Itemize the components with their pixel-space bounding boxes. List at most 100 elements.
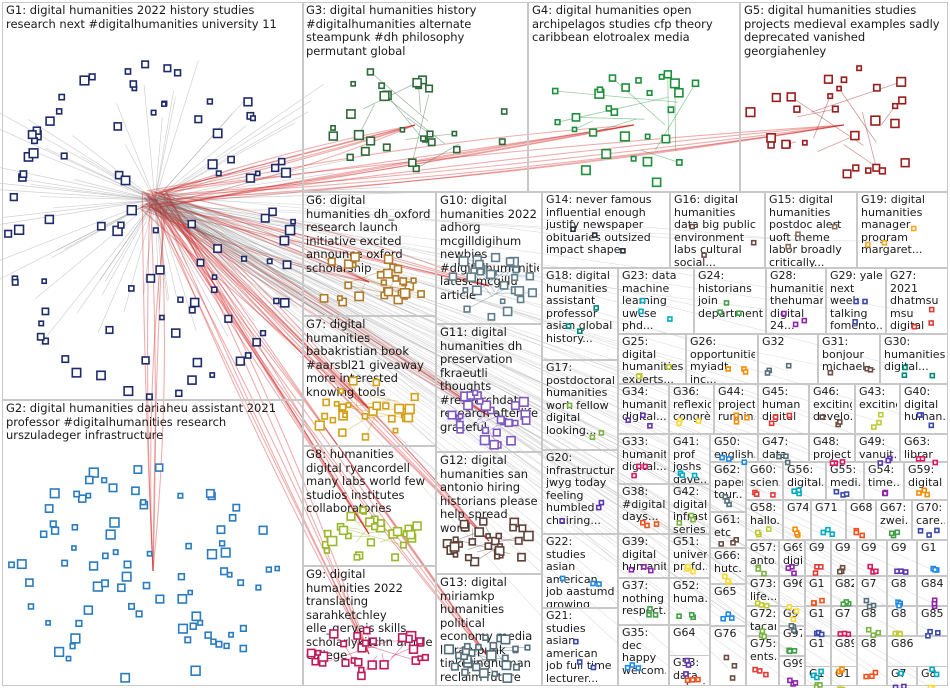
node-g4[interactable] [621,132,630,141]
node-g3[interactable] [351,82,355,86]
node-g9[interactable] [410,645,418,653]
node-g16[interactable] [752,241,756,245]
node-g58[interactable] [767,527,771,531]
node-g57[interactable] [762,572,766,576]
node-g11[interactable] [481,436,490,445]
node-g10[interactable] [518,297,524,303]
node-g4[interactable] [693,80,699,86]
node-g3[interactable] [384,144,390,150]
node-g1[interactable] [121,176,129,184]
node-g11[interactable] [457,422,463,428]
node-g6[interactable] [401,289,410,298]
node-g27[interactable] [929,321,933,325]
node-g16[interactable] [690,225,694,229]
node-g7[interactable] [405,405,414,414]
node-g4[interactable] [610,75,616,81]
node-g4[interactable] [598,87,603,92]
node-g5[interactable] [874,85,880,91]
node-g15[interactable] [786,245,790,249]
node-g2[interactable] [207,490,214,497]
node-g9[interactable] [355,659,362,666]
node-g12[interactable] [510,525,516,531]
node-g2[interactable] [179,574,185,580]
node-g6[interactable] [338,296,342,300]
node-g5[interactable] [891,120,899,128]
node-g1[interactable] [190,307,196,313]
node-g1[interactable] [228,157,234,163]
node-g2[interactable] [46,505,53,512]
node-g2[interactable] [211,639,216,644]
node-g1[interactable] [253,339,260,346]
node-g1[interactable] [213,275,217,279]
node-g9[interactable] [380,661,388,669]
node-g1[interactable] [214,129,222,137]
node-g2[interactable] [74,491,79,496]
node-g1[interactable] [210,373,214,377]
node-g8[interactable] [325,531,331,537]
node-g9[interactable] [370,638,376,644]
node-g7[interactable] [339,429,346,436]
node-g75[interactable] [758,669,762,673]
node-g39[interactable] [642,565,646,569]
node-g95[interactable] [933,568,937,572]
node-g3[interactable] [409,159,416,166]
node-g5[interactable] [746,108,755,117]
node-g10[interactable] [501,282,508,289]
node-g48[interactable] [831,461,835,465]
node-g56[interactable] [797,488,801,492]
node-g3[interactable] [429,139,435,145]
node-g29[interactable] [853,320,857,324]
node-g11[interactable] [473,391,478,396]
node-g2[interactable] [90,562,98,570]
node-g29[interactable] [863,300,867,304]
node-g13[interactable] [473,664,480,671]
node-g11[interactable] [494,429,501,436]
node-g13[interactable] [483,635,488,640]
node-g3[interactable] [400,128,404,132]
node-g7[interactable] [362,414,367,419]
node-g36[interactable] [697,419,701,423]
node-g39[interactable] [649,569,653,573]
node-g13[interactable] [490,643,496,649]
node-g1[interactable] [262,215,269,222]
node-g23[interactable] [639,309,643,313]
node-g19[interactable] [866,243,870,247]
node-g12[interactable] [480,518,487,525]
node-g5[interactable] [899,97,906,104]
node-g2[interactable] [50,489,59,498]
node-g3[interactable] [421,136,426,141]
node-g9[interactable] [308,649,315,656]
node-g11[interactable] [490,441,498,449]
node-g8[interactable] [394,528,402,536]
node-g88[interactable] [898,632,902,636]
node-g12[interactable] [485,543,491,549]
node-g2[interactable] [50,521,56,527]
node-g3[interactable] [413,79,421,87]
node-g13[interactable] [502,661,510,669]
node-g2[interactable] [267,567,272,572]
node-g18[interactable] [567,324,571,328]
node-g86[interactable] [899,671,903,675]
node-g65[interactable] [730,616,734,620]
node-g2[interactable] [70,644,75,649]
node-g72[interactable] [762,635,766,639]
node-g53[interactable] [691,678,695,682]
node-g2[interactable] [62,560,67,565]
node-g70[interactable] [935,528,939,532]
node-g4[interactable] [611,109,617,115]
node-g65[interactable] [721,617,725,621]
node-g1[interactable] [114,123,121,130]
node-g2[interactable] [156,595,164,603]
node-g4[interactable] [653,178,661,186]
node-g1[interactable] [247,174,255,182]
node-g46[interactable] [838,420,842,424]
node-g6[interactable] [393,276,398,281]
node-g47[interactable] [777,455,781,459]
node-g2[interactable] [156,464,163,471]
node-g7[interactable] [393,429,397,433]
node-g5[interactable] [841,77,846,82]
node-g96[interactable] [787,605,791,609]
node-g1[interactable] [147,394,152,399]
node-g4[interactable] [573,127,577,131]
node-g50[interactable] [727,457,731,461]
